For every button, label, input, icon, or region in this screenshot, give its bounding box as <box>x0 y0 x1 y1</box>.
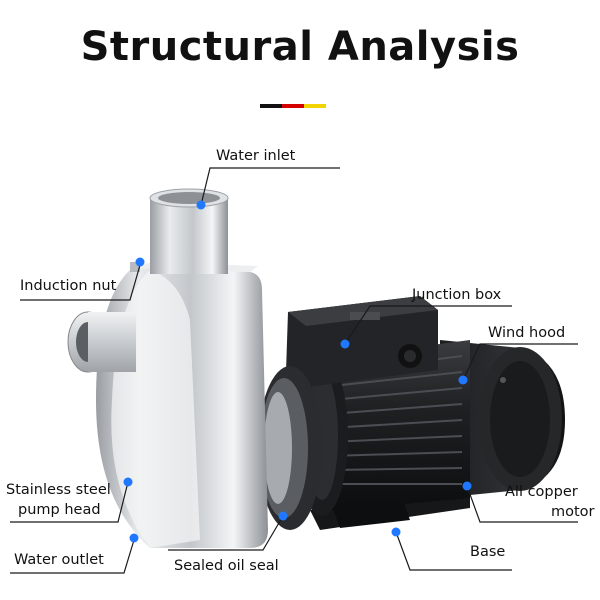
flag-bar-yellow <box>304 104 326 108</box>
page-title: Structural Analysis <box>80 24 520 70</box>
leader-water-inlet <box>200 167 340 206</box>
side-port <box>67 311 136 373</box>
marker-water-inlet <box>196 200 206 210</box>
label-water-inlet: Water inlet <box>216 148 296 164</box>
leader-motor <box>466 485 578 523</box>
leader-pump-head <box>10 481 129 523</box>
label-all-copper-motor: All copper motor <box>505 482 595 522</box>
flag-bar-red <box>282 104 304 108</box>
label-induction-nut: Induction nut <box>20 278 117 294</box>
label-wind-hood: Wind hood <box>488 325 566 341</box>
marker-pump-head <box>123 477 133 487</box>
label-motor-line1: All copper <box>505 484 578 500</box>
marker-motor <box>462 481 472 491</box>
marker-base <box>391 527 401 537</box>
label-sealed-oil-seal: Sealed oil seal <box>174 558 279 574</box>
leader-wind-hood <box>462 343 578 381</box>
marker-wind-hood <box>458 375 468 385</box>
label-pump-head-line1: Stainless steel <box>6 482 111 498</box>
leader-junction-box <box>344 305 512 345</box>
marker-oil-seal <box>278 511 288 521</box>
flag-bar-black <box>260 104 282 108</box>
marker-induction-nut <box>135 257 145 267</box>
leader-oil-seal <box>168 515 284 551</box>
label-junction-box: Junction box <box>412 287 502 303</box>
flange <box>258 366 322 530</box>
label-motor-line2: motor <box>551 504 595 520</box>
leader-base <box>395 531 512 571</box>
label-stainless-steel-pump-head: Stainless steel pump head <box>6 480 111 520</box>
label-water-outlet: Water outlet <box>14 552 104 568</box>
water-inlet-pipe <box>149 188 229 274</box>
marker-water-outlet <box>129 533 139 543</box>
label-base: Base <box>470 544 506 560</box>
junction-box <box>286 296 438 388</box>
leader-induction-nut <box>20 264 141 301</box>
wind-hood <box>440 340 565 498</box>
leader-water-outlet <box>10 539 135 574</box>
label-pump-head-line2: pump head <box>18 502 101 518</box>
marker-junction-box <box>340 339 350 349</box>
